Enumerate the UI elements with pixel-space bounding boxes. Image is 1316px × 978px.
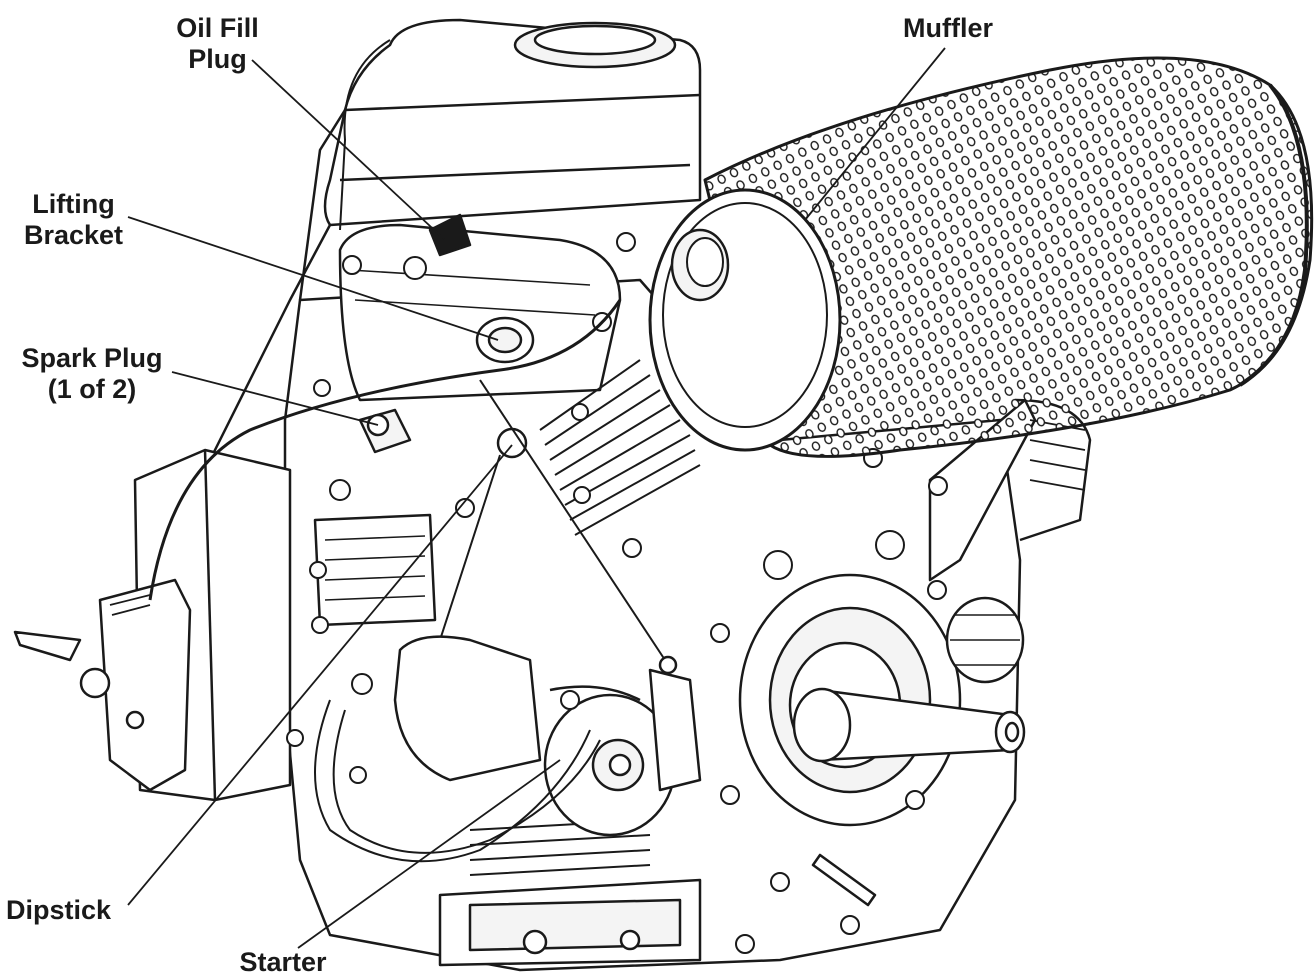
- bolt-heads: [286, 232, 948, 954]
- label-starter: Starter: [228, 947, 338, 978]
- leader-line-dipstick: [127, 444, 513, 906]
- leader-line-spark-plug: [171, 371, 379, 426]
- leader-line-muffler: [804, 47, 946, 221]
- label-spark-plug: Spark Plug (1 of 2): [6, 343, 178, 405]
- label-lifting-bracket: Lifting Bracket: [6, 189, 141, 251]
- leader-lines: [127, 47, 946, 949]
- leader-line-starter: [297, 759, 561, 949]
- label-lifting-line2: Bracket: [23, 220, 124, 250]
- label-starter-text: Starter: [239, 947, 327, 977]
- label-lifting-line1: Lifting: [32, 189, 115, 219]
- label-spark-line2: (1 of 2): [47, 374, 137, 404]
- label-spark-line1: Spark Plug: [21, 343, 163, 373]
- oil-fill-wire: [339, 39, 391, 231]
- spark-lead: [148, 299, 622, 601]
- leader-line-lifting-bracket: [127, 216, 499, 341]
- label-dipstick: Dipstick: [6, 895, 136, 926]
- label-muffler: Muffler: [888, 13, 1008, 44]
- label-oil-fill-plug: Oil Fill Plug: [160, 13, 275, 75]
- label-oil-fill-line1: Oil Fill: [176, 13, 259, 43]
- label-muffler-text: Muffler: [903, 13, 993, 43]
- leader-line-oil-fill: [251, 59, 446, 241]
- label-dipstick-text: Dipstick: [6, 895, 112, 925]
- label-oil-fill-line2: Plug: [188, 44, 247, 74]
- muffler-shape: [648, 56, 1314, 458]
